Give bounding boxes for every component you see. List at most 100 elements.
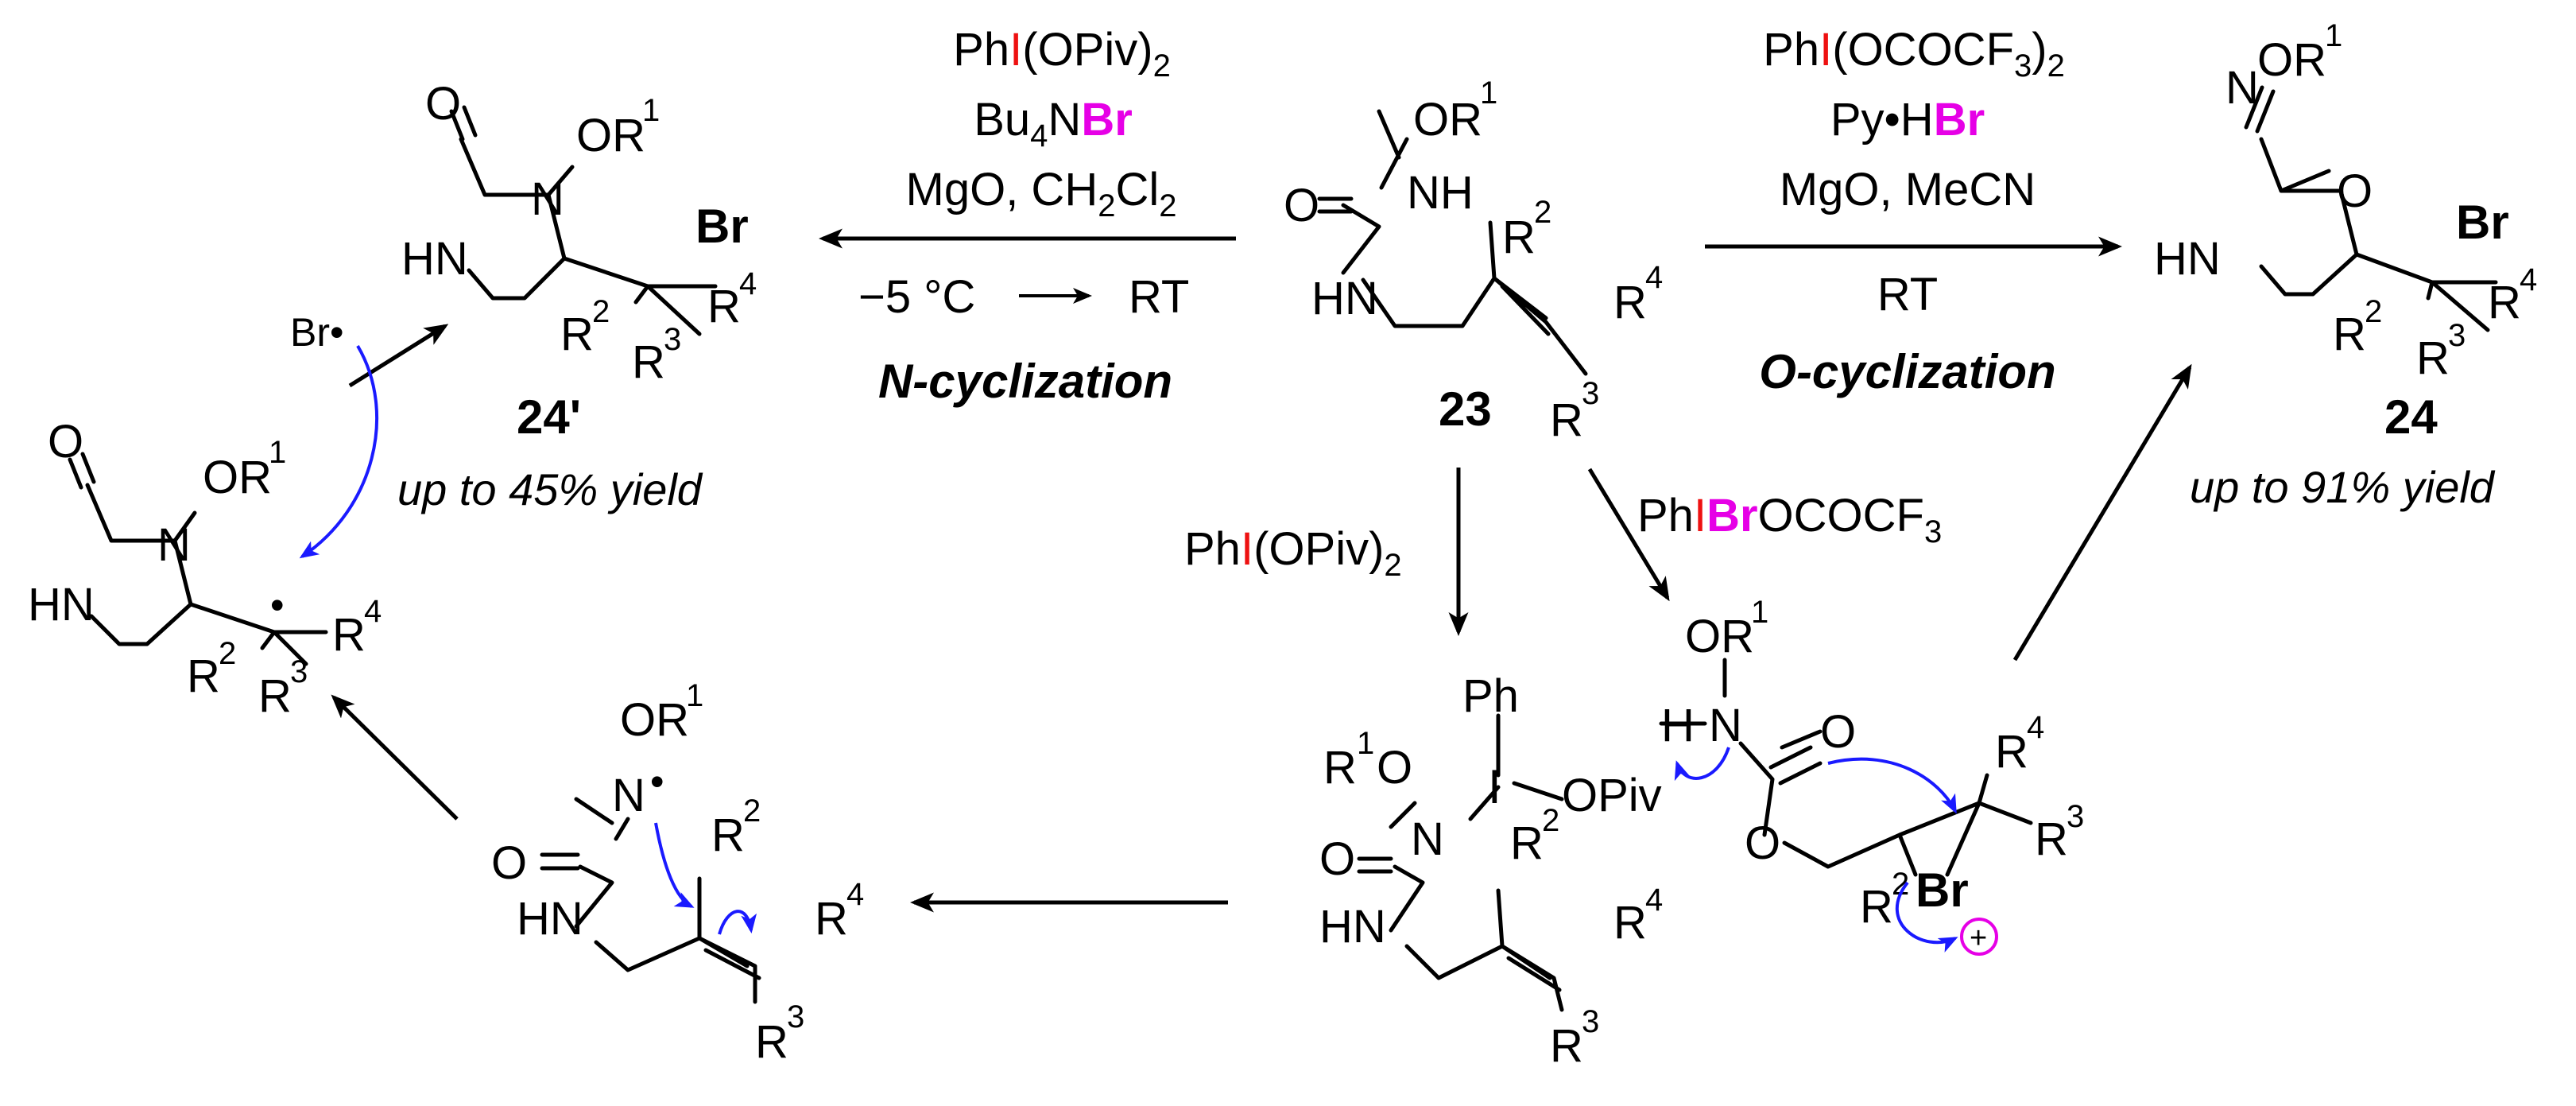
right-conditions: PhI(OCOCF3)2 Py•HBr MgO, MeCN RT O-cycli… [1759,24,2065,398]
svg-text:OPiv: OPiv [1562,770,1662,821]
carbon-radical-intermediate: O N OR 1 HN • R 4 R 2 R 3 Br• [28,310,382,722]
svg-text:R: R [707,281,741,332]
svg-text:2: 2 [592,294,610,329]
svg-text:HN: HN [2154,233,2221,285]
down-reagent: PhI(OPiv)2 [1184,523,1402,583]
svg-text:R: R [1613,897,1647,949]
svg-text:2: 2 [1534,195,1551,230]
svg-text:4: 4 [846,877,864,912]
svg-text:O: O [491,837,527,889]
svg-text:R: R [815,893,848,945]
svg-text:3: 3 [290,654,308,689]
nitrogen-radical-intermediate: OR 1 N • O HN R 2 R 4 R 3 [491,678,864,1068]
svg-text:N: N [2225,62,2259,114]
svg-text:R: R [2488,277,2521,328]
svg-text:3: 3 [664,322,681,357]
svg-text:4: 4 [2520,262,2537,297]
compound-23: OR 1 NH O HN R 2 R 4 R 3 23 [1284,76,1663,446]
compound-24prime: O N OR 1 HN Br R 4 R 2 R 3 24' up to 45%… [397,78,757,514]
svg-text:OR: OR [576,110,645,161]
left-temp-from: −5 °C [858,271,975,323]
svg-text:R: R [187,650,220,702]
left-conditions: PhI(OPiv)2 Bu4NBr MgO, CH2Cl2 −5 °C RT N… [858,24,1189,408]
svg-text:1: 1 [1751,595,1768,630]
compound-24prime-label: 24' [517,390,581,444]
compound-24prime-yield: up to 45% yield [397,464,703,514]
left-reagent-2: Bu4NBr [974,94,1133,153]
arrow-to-bromonium-path [1587,468,1670,602]
svg-text:2: 2 [1892,867,1909,902]
svg-text:4: 4 [739,266,757,301]
svg-text:O: O [425,78,461,130]
svg-text:R: R [2035,813,2068,865]
svg-text:1: 1 [1357,726,1374,761]
svg-text:O: O [2337,165,2373,217]
svg-text:R: R [711,809,745,861]
svg-text:R: R [1502,211,1536,263]
svg-text:O: O [1745,817,1780,869]
svg-text:4: 4 [364,594,382,629]
compound-24: N OR 1 O HN Br R 4 R 2 R 3 24 up to 91% … [2154,18,2537,512]
svg-text:HN: HN [28,579,95,631]
svg-text:R: R [1323,742,1357,794]
svg-text:OR: OR [203,452,272,503]
svg-text:3: 3 [787,999,804,1034]
svg-text:4: 4 [1645,260,1663,295]
right-reagent-2: Py•HBr [1830,94,1985,146]
svg-text:3: 3 [2067,799,2084,834]
atom-NH: NH [1407,167,1474,219]
svg-text:HN: HN [401,233,468,285]
svg-text:R: R [1510,817,1544,869]
svg-text:R: R [2333,309,2366,360]
svg-text:O: O [48,416,83,468]
br-radical: Br• [290,310,344,355]
svg-text:HN: HN [517,893,583,945]
svg-text:I: I [1488,760,1501,813]
compound-24-yield: up to 91% yield [2190,462,2496,512]
svg-text:Br: Br [2456,196,2509,249]
svg-text:H: H [1661,700,1695,751]
compound-23-label: 23 [1439,382,1492,436]
br-atom: Br [695,200,749,253]
svg-text:OR: OR [1685,611,1754,662]
svg-text:4: 4 [2027,710,2044,745]
svg-text:Ph: Ph [1462,670,1519,722]
svg-text:1: 1 [686,678,703,713]
svg-text:OR: OR [620,694,689,746]
left-reagent-1: PhI(OPiv)2 [953,24,1171,83]
svg-text:O: O [1820,706,1856,758]
svg-text:N: N [1411,813,1444,865]
svg-text:R: R [1995,726,2028,778]
bromonium-intermediate: OR 1 H N O O R 2 R 4 R 3 Br + [1659,595,2084,956]
svg-text:R: R [2416,332,2450,384]
svg-text:2: 2 [743,794,761,829]
svg-text:+: + [1970,922,1987,955]
left-reagent-3: MgO, CH2Cl2 [906,164,1177,223]
bromonium-br: Br [1916,863,1969,917]
svg-text:R: R [258,670,292,722]
svg-text:N: N [612,770,645,821]
arrow-nradical-to-cradical [331,694,459,821]
arrow-bromonium-to-24 [2012,363,2192,662]
svg-text:•: • [650,759,664,804]
svg-text:2: 2 [1542,803,1559,838]
radical-dot: • [270,583,285,627]
svg-text:N: N [1709,700,1742,751]
svg-text:R: R [560,309,594,360]
svg-text:O: O [1319,833,1355,885]
svg-text:2: 2 [2365,294,2382,329]
left-temp-to: RT [1129,271,1189,323]
svg-text:N: N [531,173,564,225]
positive-charge-icon [1960,918,1998,956]
svg-text:3: 3 [1582,1004,1599,1039]
svg-text:R: R [1550,1020,1583,1072]
svg-text:3: 3 [1582,376,1599,411]
svg-text:4: 4 [1645,883,1663,918]
svg-text:1: 1 [269,435,286,470]
reaction-arrows [331,228,2192,913]
svg-text:O: O [1377,742,1412,794]
svg-text:3: 3 [2448,318,2466,353]
svg-text:R: R [1860,881,1893,933]
svg-text:OR: OR [2257,34,2326,86]
